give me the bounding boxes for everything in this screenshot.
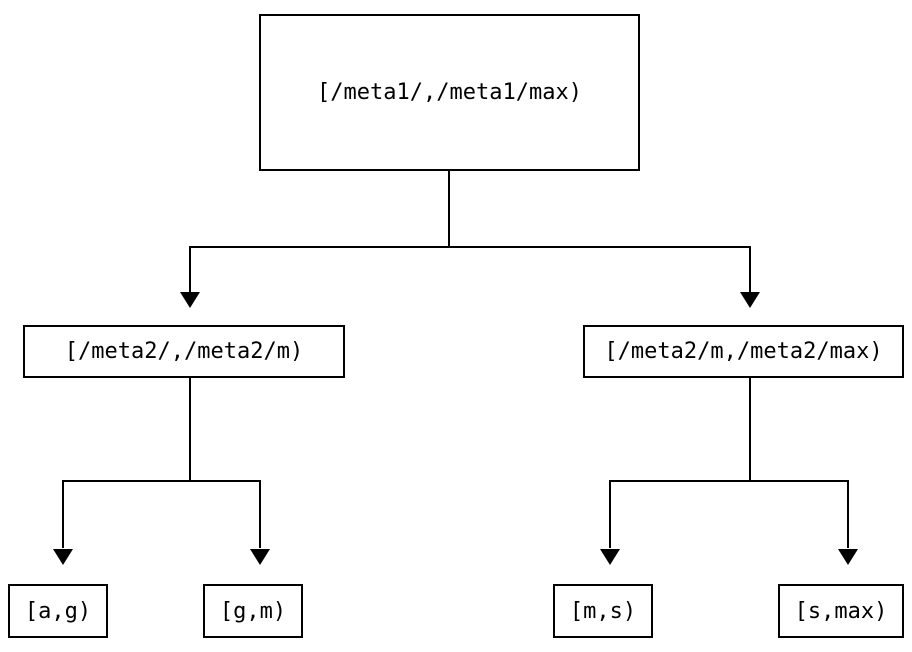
edge-right-to-smax-drop	[847, 480, 849, 548]
edge-left-to-ag-drop	[62, 480, 64, 548]
node-meta2-upper-range: [/meta2/m,/meta2/max)	[583, 325, 904, 378]
edge-left-stem	[189, 378, 191, 482]
edge-left-branch-bar	[62, 480, 261, 482]
edge-root-stem	[448, 170, 450, 248]
edge-root-to-right-drop	[749, 246, 751, 292]
edge-right-stem	[749, 378, 751, 482]
node-leaf-s-max: [s,max)	[778, 584, 904, 638]
arrow-down-icon	[600, 549, 620, 565]
arrow-down-icon	[740, 292, 760, 308]
edge-left-to-gm-drop	[259, 480, 261, 548]
arrow-down-icon	[250, 549, 270, 565]
arrow-down-icon	[180, 292, 200, 308]
arrow-down-icon	[838, 549, 858, 565]
edge-right-to-ms-drop	[609, 480, 611, 548]
edge-root-to-left-drop	[189, 246, 191, 292]
node-leaf-g-m: [g,m)	[203, 584, 303, 638]
node-meta2-lower-range: [/meta2/,/meta2/m)	[23, 325, 345, 378]
edge-right-branch-bar	[609, 480, 849, 482]
node-leaf-m-s: [m,s)	[553, 584, 653, 638]
edge-root-branch-bar	[189, 246, 751, 248]
node-root-meta1-range: [/meta1/,/meta1/max)	[259, 14, 640, 171]
arrow-down-icon	[53, 549, 73, 565]
node-leaf-a-g: [a,g)	[8, 584, 108, 638]
